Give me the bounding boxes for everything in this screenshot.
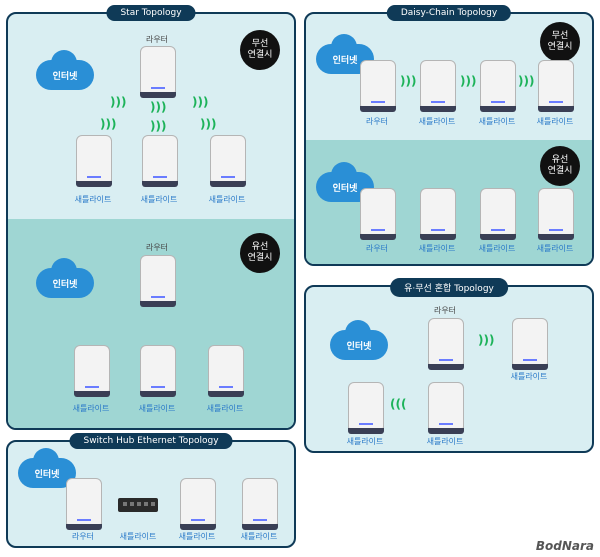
switch-title: Switch Hub Ethernet Topology	[69, 433, 233, 449]
switch-hub	[118, 498, 158, 512]
star-wired-router	[140, 255, 176, 307]
wifi-icon: (((	[390, 397, 407, 411]
hybrid-satellite-right	[512, 318, 548, 370]
star-internet-cloud: 인터넷	[36, 50, 94, 90]
star-wired-satellite-3	[208, 345, 244, 397]
hybrid-internet-cloud: 인터넷	[330, 320, 388, 360]
daisy-satellite-label-3: 새틀라이트	[536, 117, 574, 126]
daisy-wired-satellite-2	[480, 188, 516, 240]
switch-satellite-label-1: 새틀라이트	[178, 532, 216, 541]
star-wired-satellite-label-3: 새틀라이트	[206, 404, 244, 413]
star-satellite-label-2: 새틀라이트	[140, 195, 178, 204]
switch-satellite-label-2: 새틀라이트	[240, 532, 278, 541]
star-satellite-label-3: 새틀라이트	[208, 195, 246, 204]
hybrid-router-label: 라우터	[433, 306, 457, 315]
daisy-wired-satellite-label-1: 새틀라이트	[418, 244, 456, 253]
hybrid-satellite-label-left: 새틀라이트	[346, 437, 384, 446]
switch-topology-panel: Switch Hub Ethernet Topology	[6, 433, 296, 548]
switch-satellite-2	[242, 478, 278, 530]
star-wired-satellite-2	[140, 345, 176, 397]
daisy-satellite-1	[420, 60, 456, 112]
switch-router	[66, 478, 102, 530]
wifi-icon: )))	[150, 100, 167, 114]
switch-satellite-1	[180, 478, 216, 530]
wifi-icon: )))	[478, 333, 495, 347]
hybrid-satellite-center	[428, 382, 464, 434]
star-wired-router-label: 라우터	[145, 243, 169, 252]
hybrid-satellite-label-right: 새틀라이트	[510, 372, 548, 381]
star-wired-internet-cloud: 인터넷	[36, 258, 94, 298]
daisy-satellite-label-2: 새틀라이트	[478, 117, 516, 126]
daisy-satellite-label-1: 새틀라이트	[418, 117, 456, 126]
hybrid-title: 유·무선 혼합 Topology	[390, 278, 508, 297]
daisy-title: Daisy-Chain Topology	[386, 5, 512, 21]
star-title: Star Topology	[106, 5, 196, 21]
wifi-icon: )))	[400, 74, 417, 88]
star-router-label: 라우터	[145, 35, 169, 44]
wifi-icon: )))	[192, 95, 209, 109]
wifi-icon: )))	[200, 117, 217, 131]
switch-hub-label: 새틀라이트	[119, 532, 157, 541]
hybrid-satellite-left	[348, 382, 384, 434]
hybrid-router	[428, 318, 464, 370]
daisy-wired-satellite-label-3: 새틀라이트	[536, 244, 574, 253]
wifi-icon: )))	[110, 95, 127, 109]
daisy-satellite-3	[538, 60, 574, 112]
star-router	[140, 46, 176, 98]
wifi-icon: )))	[150, 119, 167, 133]
daisy-wired-satellite-label-2: 새틀라이트	[478, 244, 516, 253]
hybrid-satellite-label-center: 새틀라이트	[426, 437, 464, 446]
star-satellite-2	[142, 135, 178, 187]
daisy-wired-satellite-3	[538, 188, 574, 240]
star-wired-satellite-label-1: 새틀라이트	[72, 404, 110, 413]
daisy-router	[360, 60, 396, 112]
daisy-router-label: 라우터	[365, 117, 389, 126]
wifi-icon: )))	[518, 74, 535, 88]
brand-watermark: BodNara	[535, 539, 594, 553]
star-satellite-3	[210, 135, 246, 187]
star-wired-satellite-1	[74, 345, 110, 397]
daisy-wired-satellite-1	[420, 188, 456, 240]
switch-router-label: 라우터	[71, 532, 95, 541]
star-wired-satellite-label-2: 새틀라이트	[138, 404, 176, 413]
star-satellite-label-1: 새틀라이트	[74, 195, 112, 204]
wifi-icon: )))	[100, 117, 117, 131]
daisy-wired-router-label: 라우터	[365, 244, 389, 253]
daisy-wired-router	[360, 188, 396, 240]
wifi-icon: )))	[460, 74, 477, 88]
star-satellite-1	[76, 135, 112, 187]
daisy-satellite-2	[480, 60, 516, 112]
